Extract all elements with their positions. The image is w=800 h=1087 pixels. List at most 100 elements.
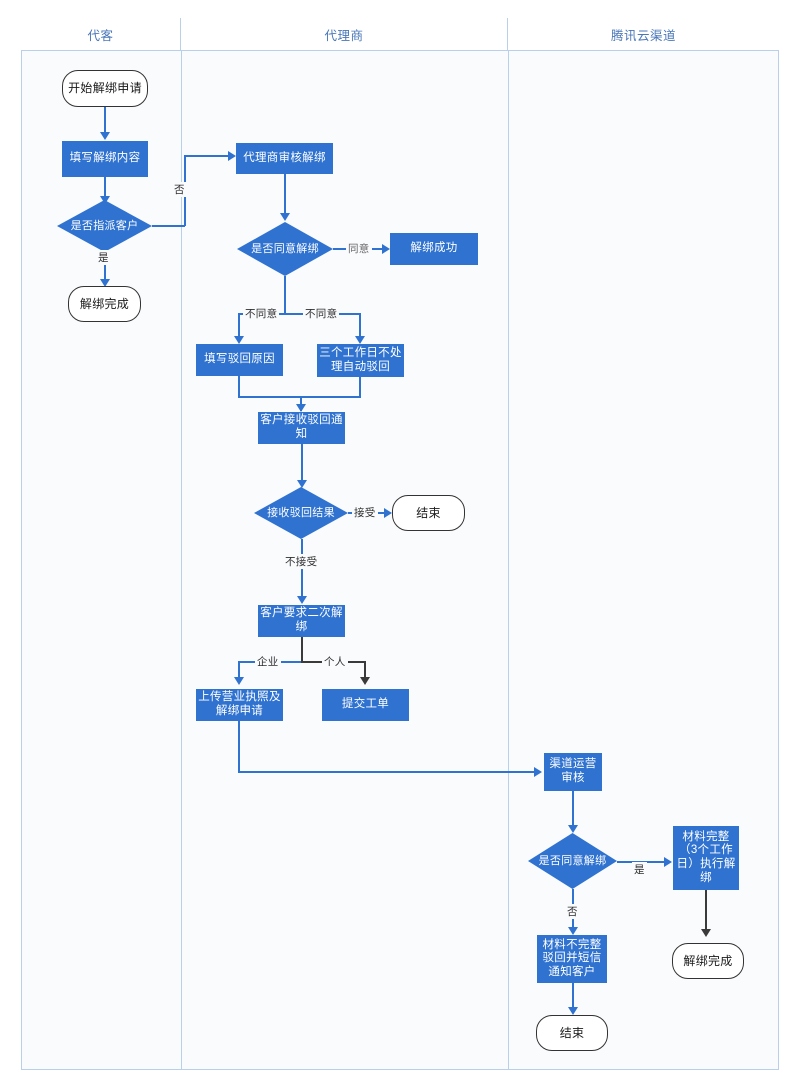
edge-disagree-stem (284, 276, 286, 314)
node-unbind-done-1-label: 解绑完成 (79, 296, 130, 311)
node-agree-unbind[interactable]: 是否同意解绑 (237, 222, 333, 276)
node-agent-review-label: 代理商审核解绑 (243, 151, 326, 164)
node-material-complete[interactable]: 材料完整（3个工作日）执行解绑 (673, 826, 739, 890)
arrowhead-receive-to-result (297, 480, 307, 488)
node-end-1[interactable]: 结束 (392, 495, 465, 531)
arrowhead-channel-no (568, 927, 578, 935)
edge-receive-to-result (301, 444, 303, 486)
node-auto-reject-label: 三个工作日不处理自动驳回 (319, 346, 402, 373)
edge-label-individual: 个人 (322, 654, 348, 669)
arrowhead-assign-yes (100, 279, 110, 287)
arrowhead-accept (384, 508, 392, 518)
node-start-label: 开始解绑申请 (68, 81, 142, 96)
node-end-1-label: 结束 (416, 505, 441, 520)
edge-disagree-right-v (359, 313, 361, 342)
arrowhead-not-accept (297, 596, 307, 604)
node-reject-result-label: 接收驳回结果 (267, 506, 335, 519)
edge-label-agree-yes: 同意 (346, 241, 372, 256)
edge-reject-merge-left-v (238, 376, 240, 397)
edge-label-assign-yes: 是 (96, 250, 111, 265)
edge-label-enterprise: 企业 (255, 654, 281, 669)
node-submit-ticket-label: 提交工单 (341, 698, 390, 711)
node-second-unbind-label: 客户要求二次解绑 (260, 607, 343, 633)
node-agree-unbind-2[interactable]: 是否同意解绑 (528, 833, 617, 889)
node-material-incomplete[interactable]: 材料不完整驳回并短信通知客户 (537, 935, 607, 983)
edge-label-channel-no: 否 (565, 904, 580, 919)
node-assign-customer[interactable]: 是否指派客户 (57, 200, 152, 252)
lane-header-agent-label: 代理商 (324, 28, 364, 43)
edge-reject-merge-right-v (359, 377, 361, 397)
arrowhead-channel-to-decision (568, 825, 578, 833)
arrowhead-to-channel (534, 767, 542, 777)
arrowhead-individual (360, 677, 370, 685)
node-agree-unbind-2-label: 是否同意解绑 (538, 854, 607, 867)
edge-fill-to-decision (104, 177, 106, 201)
node-fill-content-label: 填写解绑内容 (69, 152, 141, 165)
edge-assign-yes (104, 252, 106, 283)
edge-channel-yes (617, 861, 669, 863)
node-fill-reject-reason[interactable]: 填写驳回原因 (196, 344, 283, 376)
node-start[interactable]: 开始解绑申请 (62, 70, 148, 107)
arrowhead-incomplete-to-end (568, 1007, 578, 1015)
arrowhead-fill-to-decision (100, 196, 110, 204)
lane-divider-2 (508, 51, 509, 1070)
lane-header-customer: 代客 (21, 18, 181, 51)
arrowhead-start-to-fill (100, 132, 110, 140)
node-unbind-success[interactable]: 解绑成功 (390, 233, 478, 265)
arrowhead-agent-to-agree (280, 213, 290, 221)
node-customer-receive-reject[interactable]: 客户接收驳回通知 (258, 412, 345, 444)
node-fill-content[interactable]: 填写解绑内容 (62, 141, 148, 177)
node-end-2[interactable]: 结束 (536, 1015, 608, 1051)
node-reject-result[interactable]: 接收驳回结果 (254, 487, 348, 539)
arrowhead-disagree-left (234, 336, 244, 344)
swimlane-container (21, 18, 779, 1070)
node-material-incomplete-label: 材料不完整驳回并短信通知客户 (542, 938, 602, 978)
node-assign-customer-label: 是否指派客户 (70, 219, 139, 232)
edge-disagree-left-v (238, 313, 240, 342)
arrowhead-assign-no (228, 151, 236, 161)
edge-to-channel-v (238, 721, 240, 773)
node-unbind-success-label: 解绑成功 (410, 242, 458, 255)
node-channel-review-label: 渠道运营审核 (549, 758, 597, 784)
edge-incomplete-to-end (572, 983, 574, 1011)
node-agent-review[interactable]: 代理商审核解绑 (236, 143, 333, 174)
edge-individual-v (364, 661, 366, 681)
edge-second-stem (301, 637, 303, 662)
node-upload-license[interactable]: 上传营业执照及解绑申请 (196, 689, 283, 721)
arrowhead-reject-merge (296, 404, 306, 412)
edge-reject-merge-stem (300, 396, 302, 411)
node-upload-license-label: 上传营业执照及解绑申请 (198, 691, 281, 717)
edge-label-channel-yes: 是 (632, 862, 647, 877)
edge-assign-no-h1 (152, 225, 185, 227)
arrowhead-material-to-done (701, 929, 711, 937)
edge-channel-to-decision (572, 791, 574, 831)
edge-to-channel-h (238, 771, 538, 773)
edge-label-not-accept: 不接受 (283, 554, 320, 569)
arrowhead-agree-yes (382, 244, 390, 254)
lane-header-customer-label: 代客 (87, 28, 114, 43)
node-submit-ticket[interactable]: 提交工单 (322, 689, 409, 721)
lane-header-tencent-label: 腾讯云渠道 (610, 28, 676, 43)
node-agree-unbind-label: 是否同意解绑 (251, 242, 319, 255)
edge-material-to-done (705, 890, 707, 935)
node-material-complete-label: 材料完整（3个工作日）执行解绑 (676, 830, 736, 884)
edge-enterprise-v (238, 661, 240, 681)
edge-assign-no-h2 (184, 155, 230, 157)
edge-reject-merge-bar (238, 396, 361, 398)
edge-label-disagree-right: 不同意 (303, 306, 340, 321)
node-customer-receive-reject-label: 客户接收驳回通知 (260, 414, 343, 440)
edge-disagree-bar (238, 313, 360, 315)
node-unbind-done-1[interactable]: 解绑完成 (68, 286, 141, 322)
node-auto-reject[interactable]: 三个工作日不处理自动驳回 (317, 344, 404, 377)
node-channel-review[interactable]: 渠道运营审核 (544, 753, 602, 791)
node-unbind-done-2[interactable]: 解绑完成 (672, 943, 744, 979)
node-fill-reject-reason-label: 填写驳回原因 (204, 353, 275, 366)
edge-label-assign-no: 否 (172, 182, 187, 197)
node-end-2-label: 结束 (559, 1025, 585, 1040)
node-second-unbind[interactable]: 客户要求二次解绑 (258, 605, 345, 637)
lane-header-agent: 代理商 (181, 18, 508, 51)
lane-divider-1 (181, 51, 182, 1070)
edge-start-to-fill (104, 107, 106, 134)
arrowhead-disagree-right (355, 336, 365, 344)
arrowhead-channel-yes (664, 857, 672, 867)
